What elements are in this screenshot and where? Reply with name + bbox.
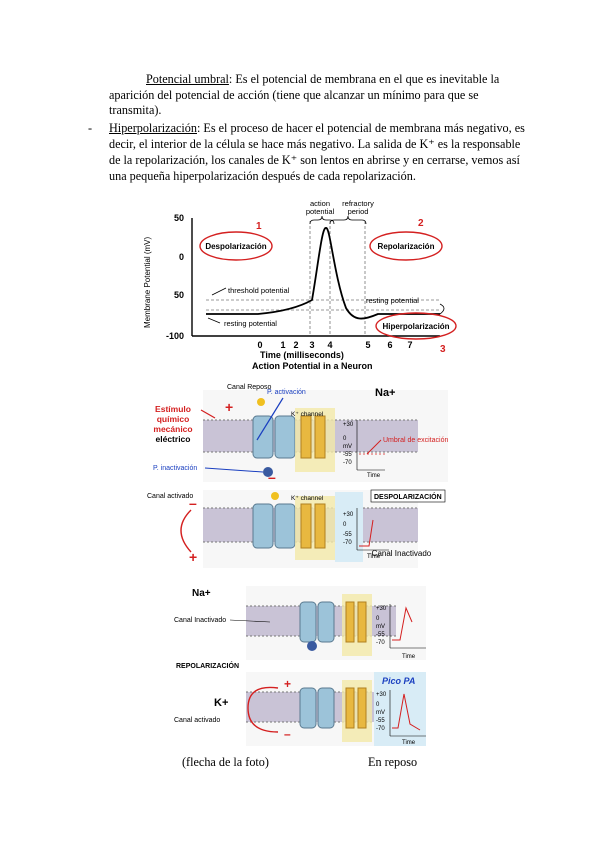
pico-pa: Pico PA <box>382 676 415 686</box>
num-3: 3 <box>440 344 446 355</box>
p-inactivacion: P. inactivación <box>153 465 197 472</box>
svg-text:0: 0 <box>343 436 347 442</box>
svg-text:-70: -70 <box>376 640 385 646</box>
svg-text:+: + <box>189 549 197 565</box>
ytick-0: 0 <box>179 252 184 262</box>
svg-text:0: 0 <box>343 522 347 528</box>
para2-line3: de la repolarización, los canales de K⁺ … <box>109 153 520 167</box>
svg-text:-55: -55 <box>343 452 352 458</box>
svg-text:mV: mV <box>343 444 352 450</box>
xtick-3: 3 <box>309 340 314 350</box>
panel-reposo: Canal Reposo P. activación Na+ K⁺ channe… <box>145 384 448 485</box>
action-potential-graph: 50 0 50 -100 Membrane Potential (mV) 0 1… <box>143 199 457 371</box>
xtick-4: 4 <box>327 340 332 350</box>
svg-text:+: + <box>225 399 233 415</box>
svg-text:-55: -55 <box>343 532 352 538</box>
svg-text:-70: -70 <box>376 726 385 732</box>
svg-text:mV: mV <box>376 710 385 716</box>
p-activacion: P. activación <box>267 389 306 396</box>
panel-na-inactivado: Na+ Canal Inactivado +30 0 mV -55 -70 Ti… <box>174 586 426 660</box>
time-1: Time <box>367 473 381 479</box>
svg-text:–: – <box>189 495 197 511</box>
label-hiperpolarizacion: Hiperpolarización <box>382 322 449 331</box>
svg-text:-70: -70 <box>343 460 352 466</box>
xtick-0: 0 <box>257 340 262 350</box>
term-hiperpolarizacion: Hiperpolarización <box>109 121 197 135</box>
svg-text:-70: -70 <box>343 540 352 546</box>
para2-line1: Hiperpolarización: Es el proceso de hace… <box>109 121 525 135</box>
svg-text:–: – <box>268 469 276 485</box>
para1-line3: transmita). <box>109 103 162 117</box>
label-resting-left: resting potential <box>224 319 277 328</box>
para2-line4: una pequeña hiperpolarización después de… <box>109 169 416 183</box>
time-2: Time <box>367 554 381 560</box>
umbral-excitacion: Umbral de excitación <box>383 437 448 444</box>
xtick-1: 1 <box>280 340 285 350</box>
panel-despolarizacion: Canal activado K⁺ channel – + +30 0 -55 … <box>147 489 446 568</box>
time-4: Time <box>402 740 416 746</box>
label-despolarizacion: Despolarización <box>205 242 266 251</box>
svg-text:0: 0 <box>376 702 380 708</box>
term-potencial-umbral: Potencial umbral <box>146 72 229 86</box>
graph-title: Action Potential in a Neuron <box>252 361 373 371</box>
xtick-2: 2 <box>293 340 298 350</box>
y-axis-label: Membrane Potential (mV) <box>143 237 152 328</box>
time-3: Time <box>402 654 416 660</box>
k-channel-1: K⁺ channel <box>291 411 324 418</box>
canal-activado-4: Canal activado <box>174 717 220 724</box>
svg-text:+30: +30 <box>376 692 387 698</box>
ytick-minus100: -100 <box>166 331 184 341</box>
xtick-5: 5 <box>365 340 370 350</box>
k-plus-4: K+ <box>214 697 228 709</box>
label-threshold: threshold potential <box>228 286 290 295</box>
num-2: 2 <box>418 218 424 229</box>
caption-left: (flecha de la foto) <box>182 755 269 769</box>
panel-repolarizacion: REPOLARIZACIÓN K+ Canal activado + – Pic… <box>174 661 426 746</box>
canal-reposo: Canal Reposo <box>227 384 271 391</box>
svg-text:–: – <box>284 727 291 741</box>
canal-inactivado-3: Canal Inactivado <box>174 617 226 624</box>
k-channel-2: K⁺ channel <box>291 495 324 502</box>
x-axis-label: Time (milliseconds) <box>260 350 344 360</box>
svg-text:+: + <box>284 677 291 691</box>
caption-right: En reposo <box>368 755 418 769</box>
label-resting-right: resting potential <box>366 296 419 305</box>
despolarizacion-label: DESPOLARIZACIÓN <box>374 492 442 501</box>
na-plus-3: Na+ <box>192 588 211 599</box>
para1-line1: Potencial umbral: Es el potencial de mem… <box>146 72 500 86</box>
ytick-50-bottom: 50 <box>174 290 184 300</box>
svg-text:+30: +30 <box>376 606 387 612</box>
svg-text:mV: mV <box>376 624 385 630</box>
xtick-7: 7 <box>407 340 412 350</box>
repolarizacion-label: REPOLARIZACIÓN <box>176 661 239 670</box>
svg-text:-55: -55 <box>376 718 385 724</box>
para1-line2: aparición del potencial de acción (tiene… <box>109 87 479 102</box>
svg-text:+30: +30 <box>343 422 354 428</box>
svg-text:+30: +30 <box>343 512 354 518</box>
svg-text:-55: -55 <box>376 632 385 638</box>
xtick-6: 6 <box>387 340 392 350</box>
canal-activado-2: Canal activado <box>147 493 193 500</box>
label-repolarizacion: Repolarización <box>378 242 435 251</box>
canal-inactivado-2: -Canal Inactivado <box>369 549 432 558</box>
para2-line2: decir, el interior de la célula se hace … <box>109 137 521 151</box>
ytick-50-top: 50 <box>174 213 184 223</box>
svg-text:0: 0 <box>376 616 380 622</box>
na-plus-1: Na+ <box>375 387 396 399</box>
bullet-dash: - <box>88 121 93 135</box>
num-1: 1 <box>256 221 262 232</box>
